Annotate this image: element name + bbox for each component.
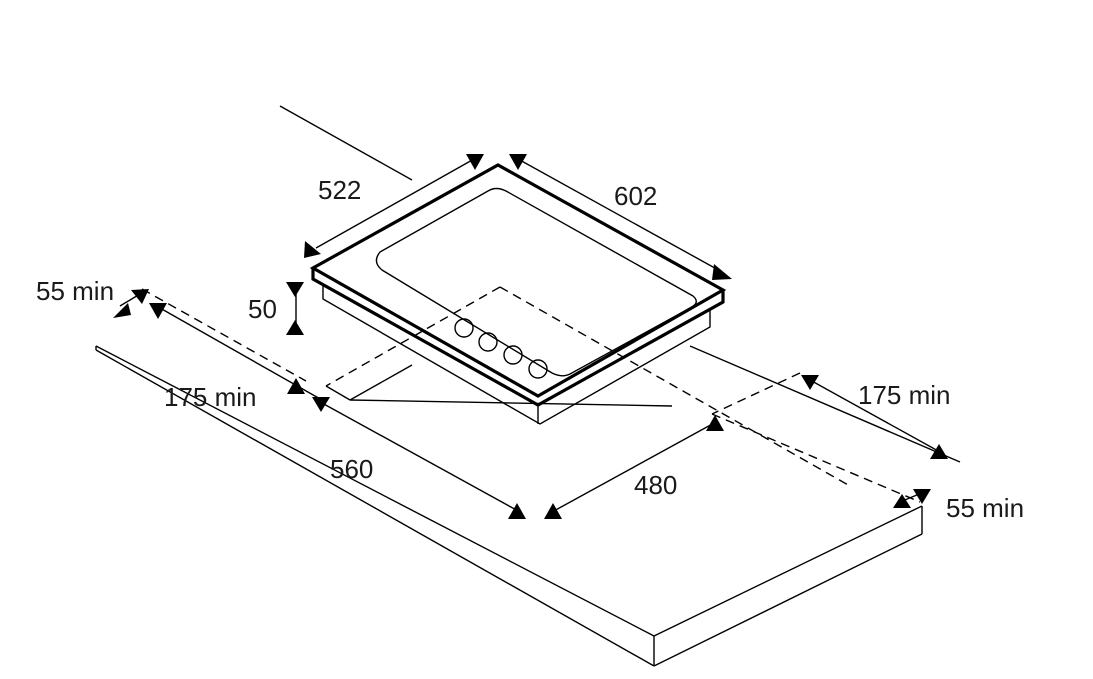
hob-width-label: 602 <box>614 181 657 211</box>
arrow-icon <box>286 320 304 335</box>
dimension-arrows <box>113 154 948 519</box>
arrow-icon <box>113 303 131 318</box>
control-knobs <box>454 318 548 379</box>
worktop <box>95 105 961 667</box>
knob-icon <box>528 359 548 379</box>
dimension-labels: 522 602 50 55 min 175 min 560 480 175 mi… <box>36 175 1024 523</box>
arrow-icon <box>287 378 305 394</box>
cutout-depth-label: 480 <box>634 470 677 500</box>
cutout-width-label: 560 <box>330 454 373 484</box>
arrow-icon <box>930 444 948 459</box>
arrow-icon <box>149 303 167 319</box>
hob <box>309 163 727 425</box>
arrow-icon <box>893 494 911 508</box>
dimension-lines <box>119 158 941 513</box>
right-side-clearance-label: 175 min <box>858 380 951 410</box>
worktop-cutout <box>141 286 921 503</box>
arrow-icon <box>304 241 321 258</box>
arrow-icon <box>131 289 149 304</box>
knob-icon <box>454 318 474 338</box>
arrow-icon <box>801 375 819 390</box>
knob-icon <box>478 332 498 352</box>
arrow-icon <box>913 489 931 504</box>
arrow-icon <box>508 503 526 519</box>
hob-cooking-surface <box>375 187 697 377</box>
arrow-icon <box>312 397 330 412</box>
arrow-icon <box>544 503 562 519</box>
hob-height-label: 50 <box>248 294 277 324</box>
arrow-icon <box>706 415 724 431</box>
hob-depth-label: 522 <box>318 175 361 205</box>
arrow-icon <box>712 264 732 280</box>
arrow-icon <box>286 282 304 297</box>
arrow-icon <box>509 154 527 170</box>
back-right-clearance-label: 55 min <box>946 493 1024 523</box>
front-left-clearance-label: 55 min <box>36 276 114 306</box>
arrow-icon <box>466 154 484 170</box>
left-side-clearance-label: 175 min <box>164 382 257 412</box>
knob-icon <box>503 345 523 365</box>
